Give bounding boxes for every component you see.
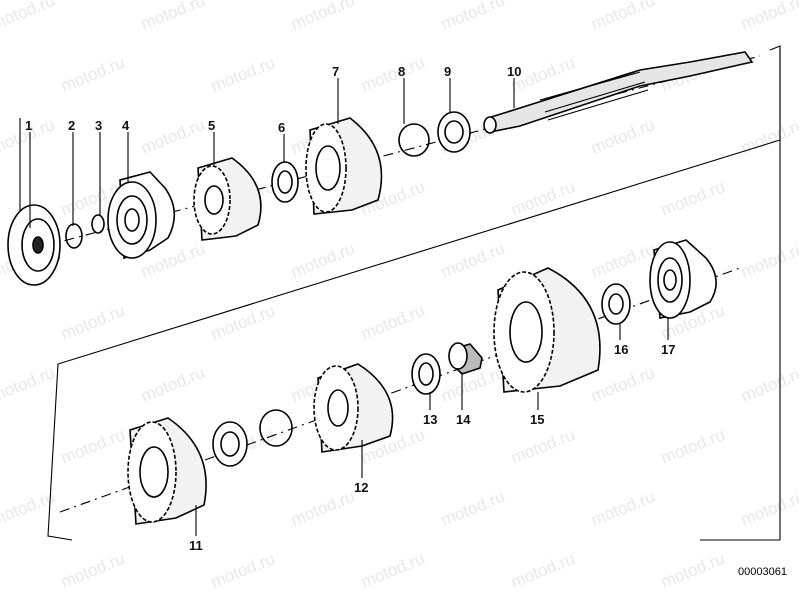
watermark-text: motod.ru [738, 363, 799, 406]
watermark-text: motod.ru [508, 549, 577, 592]
watermark-text: motod.ru [658, 425, 727, 468]
watermark-text: motod.ru [58, 53, 127, 96]
watermark-text: motod.ru [588, 239, 657, 282]
part-1-cover [7, 204, 61, 286]
callout-11: 11 [189, 538, 203, 553]
leader-lines [29, 78, 669, 536]
watermark-text: motod.ru [138, 115, 207, 158]
watermark-text: motod.ru [208, 301, 277, 344]
watermark-text: motod.ru [138, 0, 207, 34]
callout-14: 14 [456, 412, 471, 427]
watermark-text: motod.ru [738, 115, 799, 158]
callout-6: 6 [278, 120, 285, 135]
watermark-text: motod.ru [208, 549, 277, 592]
part-3-ring [91, 214, 105, 234]
watermark-text: motod.ru [58, 549, 127, 592]
watermark-text: motod.ru [658, 549, 727, 592]
part-4-bearing [107, 171, 176, 260]
part-8-snap-ring [398, 123, 430, 157]
part-14-sleeve [448, 342, 483, 375]
callout-16: 16 [614, 342, 628, 357]
callout-12: 12 [354, 480, 368, 495]
callout-7: 7 [332, 64, 339, 79]
watermark-text: motod.ru [738, 239, 799, 282]
part-2-circlip [65, 223, 83, 249]
watermark-text: motod.ru [588, 0, 657, 34]
callout-10: 10 [507, 64, 521, 79]
watermark-text: motod.ru [438, 0, 507, 34]
watermark-text: motod.ru [438, 487, 507, 530]
part-13-washer [411, 353, 441, 395]
part-17-bearing [649, 239, 717, 319]
part-9-lock-washer [437, 111, 471, 153]
callout-17: 17 [661, 342, 675, 357]
watermark-text: motod.ru [288, 487, 357, 530]
watermark-text: motod.ru [0, 363, 58, 406]
callout-15: 15 [530, 412, 544, 427]
callout-2: 2 [68, 118, 75, 133]
lower-lock-washer [212, 421, 248, 467]
watermark-text: motod.ru [358, 53, 427, 96]
watermark-text: motod.ru [288, 239, 357, 282]
part-7-dog-gear [305, 117, 383, 215]
watermark-text: motod.ru [438, 239, 507, 282]
callout-3: 3 [95, 118, 102, 133]
watermark-text: motod.ru [208, 53, 277, 96]
watermark-text: motod.ru [288, 0, 357, 34]
watermark-text: motod.ru [358, 301, 427, 344]
reference-code: 00003061 [738, 566, 787, 578]
part-16-washer [601, 283, 631, 325]
watermark-text: motod.ru [58, 301, 127, 344]
callout-1: 1 [25, 118, 32, 133]
watermark-text: motod.ru [738, 0, 799, 34]
callout-4: 4 [122, 118, 130, 133]
watermark-text: motod.ru [58, 425, 127, 468]
callout-9: 9 [444, 64, 451, 79]
part-10-mainshaft [483, 51, 754, 134]
callout-5: 5 [208, 118, 215, 133]
watermark-text: motod.ru [658, 177, 727, 220]
lower-snap-ring [259, 409, 293, 447]
watermark-text: motod.ru [588, 115, 657, 158]
callout-13: 13 [423, 412, 437, 427]
part-6-washer [271, 161, 299, 203]
part-15-large-gear [493, 267, 601, 393]
watermark-text: motod.ru [0, 0, 58, 34]
watermark-text: motod.ru [358, 549, 427, 592]
watermark-text: motod.ru [738, 487, 799, 530]
part-11-gear [127, 417, 207, 525]
part-5-helical-gear [193, 157, 262, 241]
callout-8: 8 [398, 64, 405, 79]
watermark-text: motod.ru [138, 363, 207, 406]
part-12-sliding-gear [313, 363, 394, 453]
watermark-text: motod.ru [508, 425, 577, 468]
watermark-text: motod.ru [588, 487, 657, 530]
